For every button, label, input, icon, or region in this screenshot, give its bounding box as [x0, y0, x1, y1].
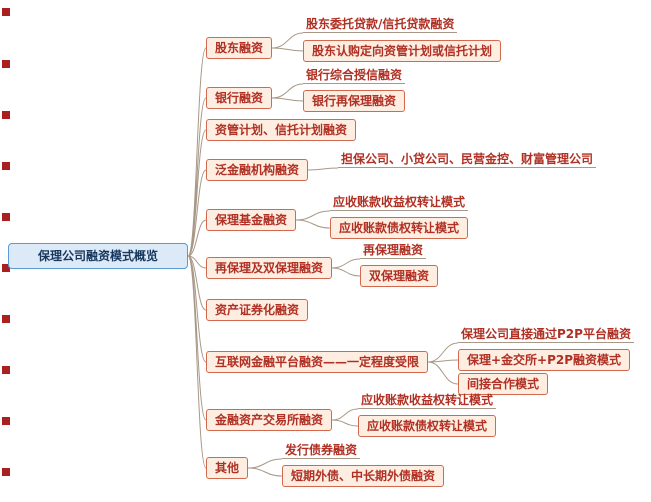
red-bullet-marker	[2, 60, 10, 68]
red-bullet-marker	[2, 468, 10, 476]
branch-other: 其他	[206, 457, 249, 479]
branch-financial-asset-exchange: 金融资产交易所融资	[206, 409, 333, 431]
leaf-bank-refactoring: 银行再保理融资	[303, 90, 406, 112]
red-bullet-marker	[2, 315, 10, 323]
leaf-exchange-claim-transfer: 应收账款债权转让模式	[358, 415, 497, 437]
red-bullet-marker	[2, 366, 10, 374]
leaf-shareholder-asset-mgmt-plan: 股东认购定向资管计划或信托计划	[303, 40, 502, 62]
branch-refactoring-double-factoring: 再保理及双保理融资	[206, 257, 333, 279]
leaf-factoring-exchange-p2p: 保理+金交所+P2P融资模式	[458, 349, 631, 371]
branch-internet-finance-platform: 互联网金融平台融资——一定程度受限	[206, 351, 429, 373]
red-bullet-marker	[2, 417, 10, 425]
red-bullet-marker	[2, 8, 10, 16]
leaf-indirect-cooperation: 间接合作模式	[458, 373, 549, 395]
branch-pan-financial-institution-financing: 泛金融机构融资	[206, 159, 309, 181]
red-bullet-marker	[2, 213, 10, 221]
branch-asset-mgmt-trust-plan-financing: 资管计划、信托计划融资	[206, 119, 357, 141]
branch-shareholder-financing: 股东融资	[206, 37, 273, 59]
leaf-receivables-income-right-transfer: 应收账款收益权转让模式	[330, 194, 469, 211]
leaf-bank-credit-line: 银行综合授信融资	[303, 67, 406, 84]
red-bullet-marker	[2, 162, 10, 170]
leaf-guarantee-smallloan-companies: 担保公司、小贷公司、民营金控、财富管理公司	[338, 151, 597, 168]
root-node: 保理公司融资模式概览	[8, 243, 188, 269]
leaf-receivables-claim-transfer: 应收账款债权转让模式	[330, 217, 469, 239]
red-bullet-marker	[2, 111, 10, 119]
branch-bank-financing: 银行融资	[206, 87, 273, 109]
leaf-bond-issuance: 发行债券融资	[282, 442, 361, 459]
red-bullet-marker	[2, 264, 10, 272]
leaf-direct-p2p-financing: 保理公司直接通过P2P平台融资	[458, 326, 634, 343]
leaf-shareholder-entrusted-loan: 股东委托贷款/信托贷款融资	[303, 16, 458, 33]
branch-factoring-fund-financing: 保理基金融资	[206, 209, 297, 231]
leaf-refactoring: 再保理融资	[360, 242, 427, 259]
leaf-foreign-debt-financing: 短期外债、中长期外债融资	[282, 465, 445, 487]
leaf-exchange-income-right-transfer: 应收账款收益权转让模式	[358, 392, 497, 409]
branch-abs-financing: 资产证券化融资	[206, 299, 309, 321]
leaf-double-factoring: 双保理融资	[360, 265, 439, 287]
